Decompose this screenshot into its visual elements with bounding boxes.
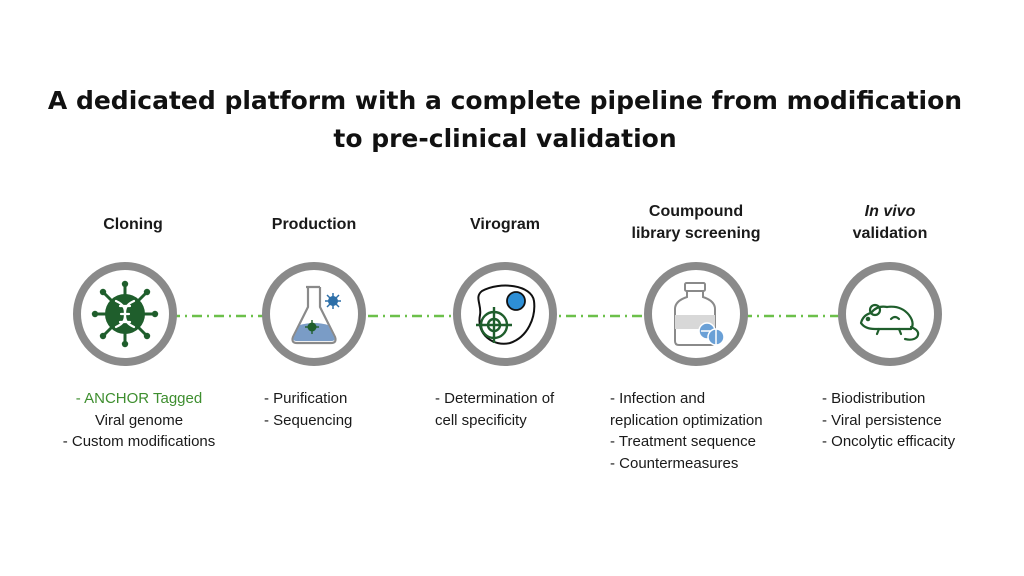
detail-line: - Determination of xyxy=(435,390,555,407)
detail-line: - Biodistribution xyxy=(822,390,926,407)
detail-line: - Sequencing xyxy=(264,411,353,429)
title-line-1: A dedicated platform with a complete pip… xyxy=(47,86,963,115)
detail-line: cell specificity xyxy=(435,411,527,429)
step-icon-circle xyxy=(73,262,177,366)
step-virogram: Virogram - Determination of cell specifi… xyxy=(415,0,595,576)
step-icon-circle xyxy=(453,262,557,366)
step-title: Production xyxy=(224,214,404,236)
diagram-title: A dedicated platform with a complete pip… xyxy=(0,82,1010,158)
virus-dna-icon xyxy=(91,280,159,348)
step-icon-circle xyxy=(838,262,942,366)
step-icon-circle xyxy=(644,262,748,366)
detail-line: replication optimization xyxy=(610,411,763,429)
step-title: Cloning xyxy=(43,214,223,236)
target-cell-icon xyxy=(476,284,536,345)
step-details: - Determination of cell specificity xyxy=(435,388,635,431)
flask-virus-icon xyxy=(291,285,341,345)
step-compound-screening: Coumpound library screening - Infection … xyxy=(606,0,786,576)
step-in-vivo-validation: In vivo validation - Biodistribution - V… xyxy=(800,0,980,576)
step-title-line: Coumpound xyxy=(648,203,744,220)
step-title-line: Production xyxy=(271,216,357,233)
step-title-line: validation xyxy=(852,225,928,242)
title-line-2: to pre-clinical validation xyxy=(333,124,677,153)
step-title: Virogram xyxy=(415,214,595,236)
drug-vial-pills-icon xyxy=(674,282,725,346)
detail-line: Viral genome xyxy=(94,411,184,429)
detail-line: - Purification xyxy=(264,390,348,407)
step-title: Coumpound library screening xyxy=(606,201,786,245)
step-title-line: In vivo xyxy=(864,203,916,220)
step-title-line: library screening xyxy=(631,225,761,242)
step-details: - Biodistribution - Viral persistence - … xyxy=(822,388,1022,453)
step-production: Production - Purification - Sequencing xyxy=(224,0,404,576)
detail-line: - Custom modifications xyxy=(62,433,216,450)
step-details: - Infection and replication optimization… xyxy=(610,388,810,474)
detail-line: - Treatment sequence xyxy=(610,433,756,450)
step-icon-circle xyxy=(262,262,366,366)
step-details: - ANCHOR Tagged Viral genome - Custom mo… xyxy=(39,388,239,453)
detail-line: - Viral persistence xyxy=(822,411,942,429)
step-title-line: Cloning xyxy=(103,216,163,233)
detail-line: - Infection and xyxy=(610,390,706,407)
step-title-line: Virogram xyxy=(470,216,540,233)
step-title: In vivo validation xyxy=(800,201,980,245)
detail-line: - Oncolytic efficacity xyxy=(822,433,956,450)
step-details: - Purification - Sequencing xyxy=(264,388,464,431)
mouse-icon xyxy=(859,303,920,341)
detail-line: - Countermeasures xyxy=(610,454,739,472)
detail-line: - ANCHOR Tagged xyxy=(75,390,203,407)
step-cloning: Cloning xyxy=(43,0,223,576)
